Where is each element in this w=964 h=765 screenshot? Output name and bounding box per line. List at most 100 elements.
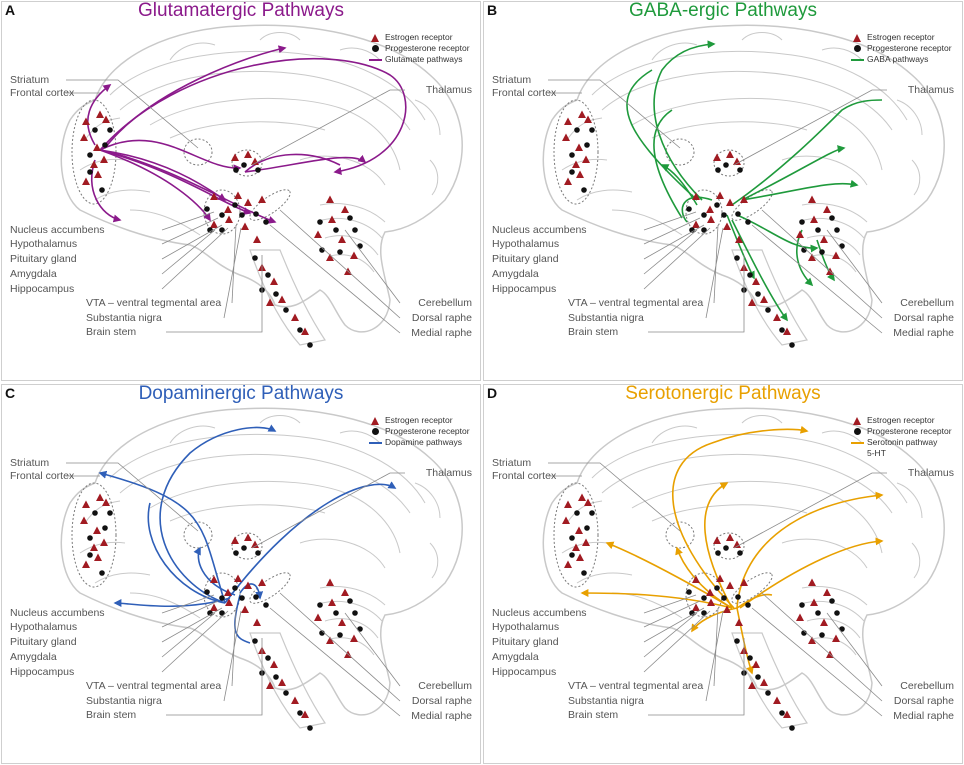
progesterone-receptor-marker [283, 690, 289, 696]
pathway-line [736, 593, 773, 609]
label-medial-raphe: Medial raphe [411, 710, 472, 722]
progesterone-receptor-marker [239, 595, 245, 601]
estrogen-receptor-marker [94, 553, 102, 561]
leader-line [751, 224, 883, 334]
progesterone-receptor-marker [233, 167, 239, 173]
pathway-legend-icon [850, 441, 864, 444]
label-striatum: Striatum [492, 457, 532, 469]
brain-fold [84, 500, 121, 524]
region-outline [713, 149, 745, 177]
progesterone-receptor-marker [307, 725, 313, 731]
label-nucleus-accumbens: Nucleus accumbens [492, 607, 587, 619]
brain-fold [429, 159, 439, 196]
brain-fold [651, 425, 698, 444]
progesterone-receptor-marker [569, 152, 575, 158]
pathway-line [691, 607, 738, 633]
leader-line [166, 255, 263, 333]
label-vta: VTA – ventral tegmental area [568, 680, 704, 692]
leader-line [705, 610, 724, 702]
estrogen-receptor-marker [234, 191, 242, 199]
label-substantia-nigra: Substantia nigra [568, 695, 644, 707]
estrogen-receptor-marker [823, 588, 831, 596]
estrogen-receptor-marker [582, 538, 590, 546]
cerebellum-fold [803, 217, 865, 239]
progesterone-receptor-marker [263, 219, 269, 225]
estrogen-receptor-marker [564, 177, 572, 185]
estrogen-receptor-marker [80, 516, 88, 524]
progesterone-receptor-marker [107, 510, 113, 516]
label-brain-stem: Brain stem [568, 709, 619, 721]
progesterone-receptor-marker [589, 510, 595, 516]
progesterone-receptor-marker [574, 510, 580, 516]
label-nucleus-accumbens: Nucleus accumbens [10, 607, 105, 619]
pathway-line [736, 607, 754, 675]
estrogen-receptor-marker [314, 613, 322, 621]
estrogen-receptor-marker [692, 603, 700, 611]
estrogen-receptor-marker [251, 540, 259, 548]
estrogen-receptor-marker [810, 215, 818, 223]
estrogen-receptor-marker [748, 298, 756, 306]
panel-letter: B [487, 2, 498, 18]
leader-line [269, 224, 401, 334]
progesterone-receptor-marker [834, 227, 840, 233]
estrogen-receptor-marker [96, 110, 104, 118]
legend-pathway-label: Serotonin pathway [867, 437, 938, 447]
progesterone-receptor-marker [737, 167, 743, 173]
brain-diagram [542, 24, 945, 348]
estrogen-receptor-marker [707, 598, 715, 606]
estrogen-receptor-marker [796, 613, 804, 621]
label-hippocampus: Hippocampus [10, 666, 75, 678]
progesterone-receptor-marker [263, 602, 269, 608]
pathway-line [244, 154, 367, 173]
pathway-line [159, 424, 277, 604]
label-amygdala: Amygdala [10, 268, 57, 280]
estrogen-receptor-marker [562, 133, 570, 141]
progesterone-receptor-marker [283, 307, 289, 313]
pathway-line [86, 84, 112, 146]
brain-fold [149, 97, 401, 171]
estrogen-receptor-marker [726, 150, 734, 158]
leader-line [161, 227, 229, 290]
estrogen-receptor-marker [726, 198, 734, 206]
panel-title: Serotonergic Pathways [625, 383, 821, 404]
estrogen-receptor-marker [82, 117, 90, 125]
estrogen-legend-icon [368, 33, 382, 42]
progesterone-receptor-marker [219, 227, 225, 233]
label-brain-stem: Brain stem [568, 326, 619, 338]
brain-fold [741, 415, 783, 424]
progesterone-receptor-marker [297, 710, 303, 716]
progesterone-receptor-marker [715, 550, 721, 556]
pathway-line [626, 69, 698, 201]
leader-line [761, 592, 883, 702]
panel-title: Dopaminergic Pathways [138, 383, 344, 404]
estrogen-receptor-marker [100, 155, 108, 163]
estrogen-receptor-marker [582, 155, 590, 163]
estrogen-receptor-marker [326, 253, 334, 261]
estrogen-receptor-marker [244, 533, 252, 541]
progesterone-receptor-marker [219, 610, 225, 616]
progesterone-receptor-marker [102, 525, 108, 531]
estrogen-receptor-marker [253, 618, 261, 626]
legend-estrogen-label: Estrogen receptor [867, 415, 935, 425]
label-thalamus: Thalamus [907, 467, 954, 479]
progesterone-receptor-marker [755, 674, 761, 680]
leader-line [161, 224, 223, 260]
panel-title: GABA-ergic Pathways [629, 0, 817, 21]
progesterone-receptor-marker [829, 215, 835, 221]
label-brain-stem: Brain stem [86, 709, 137, 721]
estrogen-receptor-marker [796, 230, 804, 238]
estrogen-receptor-marker [692, 192, 700, 200]
estrogen-receptor-marker [748, 681, 756, 689]
cerebellum-fold [319, 586, 386, 606]
brain-fold [896, 99, 923, 136]
pathway-line [731, 219, 788, 322]
cerebellum-fold [806, 618, 861, 639]
progesterone-receptor-marker [317, 602, 323, 608]
pathway-line [147, 502, 226, 604]
region-outline [553, 482, 599, 588]
cerebellum-fold [806, 235, 861, 256]
label-dorsal-raphe: Dorsal raphe [411, 695, 472, 707]
label-dorsal-raphe: Dorsal raphe [893, 695, 954, 707]
estrogen-receptor-marker [808, 636, 816, 644]
estrogen-receptor-marker [723, 222, 731, 230]
